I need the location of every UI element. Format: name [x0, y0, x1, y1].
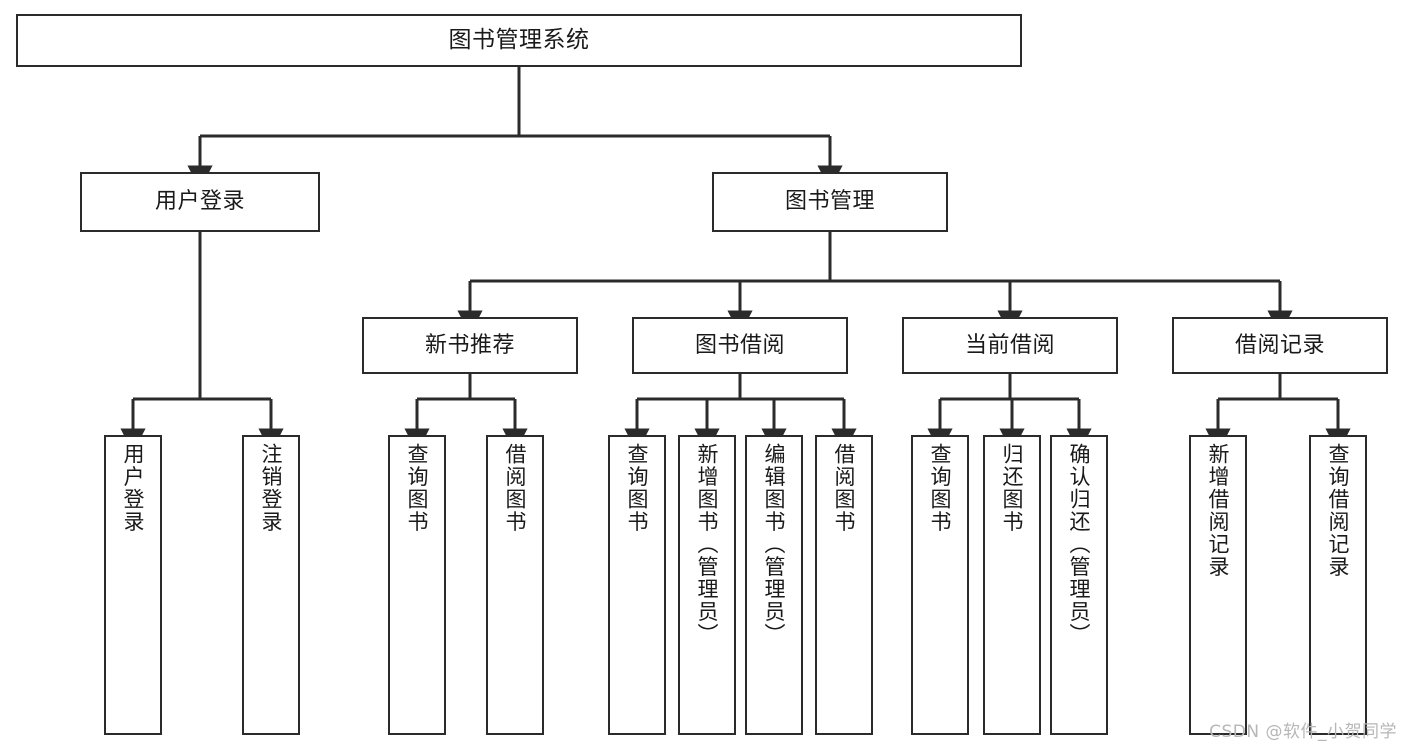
node-label: 查询借阅记录	[1326, 443, 1351, 578]
csdn-watermark: CSDN @软件_小贺同学	[1209, 722, 1397, 742]
node-label: 新书推荐	[424, 332, 515, 358]
node-label: 查询图书	[405, 443, 430, 533]
node-label: 确认归还（管理员）	[1067, 443, 1092, 646]
node-user-login[interactable]: 用户登录	[80, 172, 320, 232]
node-root[interactable]: 图书管理系统	[16, 14, 1022, 67]
node-label: 新增借阅记录	[1206, 443, 1231, 578]
node-leaf-query-book-2[interactable]: 查询图书	[608, 435, 666, 735]
node-new-book-recommend[interactable]: 新书推荐	[362, 317, 578, 374]
node-label: 图书借阅	[694, 332, 785, 358]
node-leaf-borrow-book-1[interactable]: 借阅图书	[486, 435, 544, 735]
node-label: 注销登录	[259, 443, 284, 533]
node-label: 查询图书	[928, 443, 953, 533]
node-label: 当前借阅	[964, 332, 1055, 358]
node-label: 查询图书	[625, 443, 650, 533]
node-label: 用户登录	[121, 443, 146, 533]
node-book-borrow[interactable]: 图书借阅	[632, 317, 848, 374]
node-label: 用户登录	[154, 189, 245, 215]
node-label: 新增图书（管理员）	[695, 443, 720, 646]
node-current-borrow[interactable]: 当前借阅	[902, 317, 1118, 374]
node-label: 归还图书	[1000, 443, 1025, 533]
node-book-manage[interactable]: 图书管理	[712, 172, 948, 232]
node-leaf-query-record[interactable]: 查询借阅记录	[1309, 435, 1367, 735]
node-label: 编辑图书（管理员）	[762, 443, 787, 646]
node-leaf-add-book[interactable]: 新增图书（管理员）	[678, 435, 736, 735]
node-leaf-confirm-return[interactable]: 确认归还（管理员）	[1050, 435, 1108, 735]
node-label: 借阅图书	[503, 443, 528, 533]
node-leaf-user-login[interactable]: 用户登录	[104, 435, 162, 735]
node-leaf-query-book-1[interactable]: 查询图书	[388, 435, 446, 735]
node-label: 借阅记录	[1234, 332, 1325, 358]
node-label: 借阅图书	[832, 443, 857, 533]
node-leaf-borrow-book-2[interactable]: 借阅图书	[815, 435, 873, 735]
node-leaf-user-logout[interactable]: 注销登录	[242, 435, 300, 735]
node-leaf-query-book-3[interactable]: 查询图书	[911, 435, 969, 735]
node-label: 图书管理	[784, 189, 875, 215]
node-borrow-record[interactable]: 借阅记录	[1172, 317, 1388, 374]
node-leaf-edit-book[interactable]: 编辑图书（管理员）	[745, 435, 803, 735]
node-label: 图书管理系统	[448, 26, 590, 53]
node-leaf-return-book[interactable]: 归还图书	[983, 435, 1041, 735]
node-leaf-add-record[interactable]: 新增借阅记录	[1189, 435, 1247, 735]
